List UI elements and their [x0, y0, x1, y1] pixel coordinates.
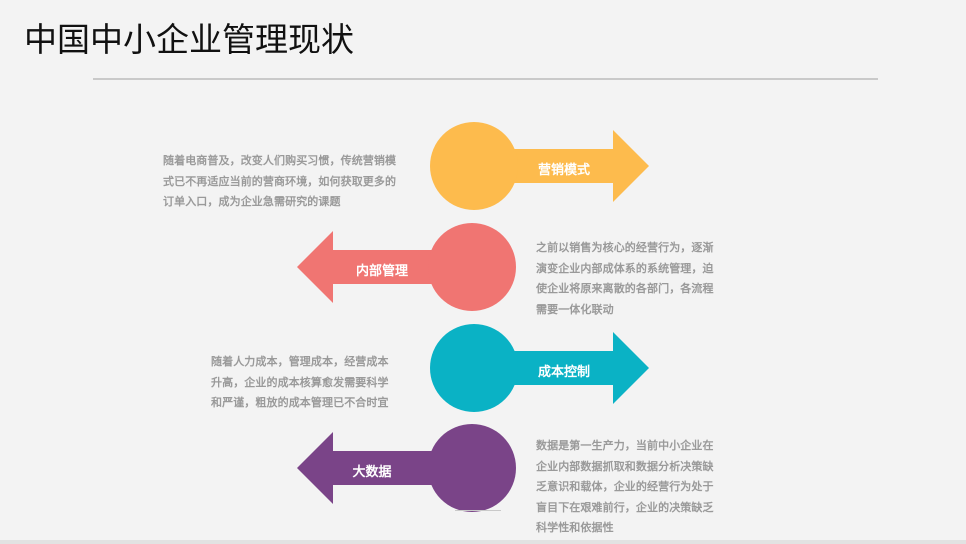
cost-circle: [430, 324, 518, 412]
description-line: 科学性和依据性: [536, 522, 614, 534]
bottom-rule: [0, 540, 966, 544]
bottom-tick: [455, 510, 501, 511]
bigdata-circle: [428, 424, 516, 512]
description-line: 随着人力成本，管理成本，经营成本: [211, 356, 389, 368]
description-line: 升高，企业的成本核算愈发需要科学: [211, 376, 389, 389]
description-line: 式已不再适应当前的营商环境，如何获取更多的: [163, 175, 397, 188]
description-line: 企业内部数据抓取和数据分析决策缺: [536, 460, 714, 473]
title-divider: [93, 78, 878, 80]
cost-label: 成本控制: [537, 364, 590, 379]
description-line: 之前以销售为核心的经营行为，逐渐: [536, 242, 714, 254]
description-line: 需要一体化联动: [536, 303, 614, 316]
description-line: 使企业将原来离散的各部门，各流程: [536, 283, 714, 295]
description-line: 和严谨，粗放的成本管理已不合时宜: [211, 397, 389, 409]
description-line: 随着电商普及，改变人们购买习惯，传统营销模: [163, 155, 397, 167]
description-line: 订单入口，成为企业急需研究的课题: [163, 196, 341, 208]
slide-title: 中国中小企业管理现状: [24, 21, 354, 58]
internal-description: 之前以销售为核心的经营行为，逐渐 演变企业内部成体系的系统管理，迫 使企业将原来…: [536, 238, 714, 320]
description-line: 数据是第一生产力，当前中小企业在: [536, 440, 714, 452]
cost-description: 随着人力成本，管理成本，经营成本 升高，企业的成本核算愈发需要科学 和严谨，粗放…: [211, 352, 389, 414]
description-line: 演变企业内部成体系的系统管理，迫: [536, 262, 714, 275]
bigdata-description: 数据是第一生产力，当前中小企业在 企业内部数据抓取和数据分析决策缺 乏意识和载体…: [536, 436, 714, 539]
marketing-description: 随着电商普及，改变人们购买习惯，传统营销模 式已不再适应当前的营商环境，如何获取…: [163, 151, 396, 213]
internal-label: 内部管理: [355, 263, 408, 278]
description-line: 乏意识和载体，企业的经营行为处于: [536, 481, 714, 493]
marketing-label: 营销模式: [537, 162, 590, 177]
description-line: 盲目下在艰难前行，企业的决策缺乏: [536, 501, 714, 514]
bigdata-label: 大数据: [352, 464, 392, 479]
marketing-circle: [430, 122, 518, 210]
internal-circle: [428, 223, 516, 311]
